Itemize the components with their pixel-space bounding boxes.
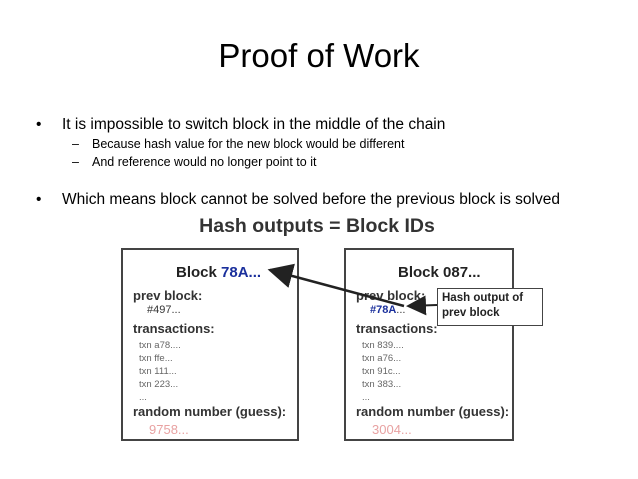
hash-output-callout: Hash output of prev block: [437, 288, 543, 326]
prev-block-value: #78A...: [370, 304, 405, 316]
transaction-item: txn ffe...: [139, 353, 173, 364]
sub-bullet-item: – And reference would no longer point to…: [72, 154, 317, 170]
sub-bullet-text: And reference would no longer point to i…: [92, 155, 317, 169]
transaction-item: txn 839....: [362, 340, 404, 351]
bullet-icon: •: [36, 116, 42, 133]
hash-pointer-arrow: [267, 263, 405, 308]
dash-icon: –: [72, 137, 79, 151]
transaction-item: ...: [139, 392, 147, 403]
sub-bullet-item: – Because hash value for the new block w…: [72, 136, 405, 152]
bullet-text: It is impossible to switch block in the …: [62, 116, 446, 133]
random-number-label: random number (guess):: [133, 404, 287, 419]
sub-bullet-text: Because hash value for the new block wou…: [92, 137, 405, 151]
transaction-item: txn 223...: [139, 379, 179, 390]
random-number-value: 3004...: [372, 422, 412, 437]
prev-block-value: #497...: [147, 304, 181, 316]
prev-block-label: prev block:: [133, 288, 203, 303]
transaction-item: txn 91c...: [362, 366, 401, 377]
block-id: 78A...: [221, 264, 262, 281]
slide-title: Proof of Work: [218, 37, 420, 74]
prev-block-hash: #78A: [370, 304, 397, 316]
random-number-value: 9758...: [149, 422, 189, 437]
bullet-item: • Which means block cannot be solved bef…: [36, 190, 560, 210]
dash-icon: –: [72, 155, 79, 169]
bullet-icon: •: [36, 191, 42, 208]
block-title: Block 78A...: [176, 264, 261, 281]
bullet-text: Which means block cannot be solved befor…: [62, 191, 560, 208]
transaction-item: txn 383...: [362, 379, 402, 390]
callout-arrow: [406, 295, 438, 316]
figure-title: Hash outputs = Block IDs: [199, 215, 435, 237]
block-title: Block 087...: [398, 264, 481, 281]
transaction-item: txn 111...: [139, 366, 177, 377]
prev-block-ellipsis: ...: [396, 304, 406, 316]
random-number-label: random number (guess):: [356, 404, 510, 419]
block-title-prefix: Block: [176, 264, 222, 281]
transaction-item: txn a76...: [362, 353, 402, 364]
transactions-label: transactions:: [133, 321, 215, 336]
transaction-item: txn a78....: [139, 340, 181, 351]
bullet-item: • It is impossible to switch block in th…: [36, 115, 446, 135]
transactions-label: transactions:: [356, 321, 438, 336]
transaction-item: ...: [362, 392, 370, 403]
block-title-prefix: Block 087...: [398, 264, 481, 281]
